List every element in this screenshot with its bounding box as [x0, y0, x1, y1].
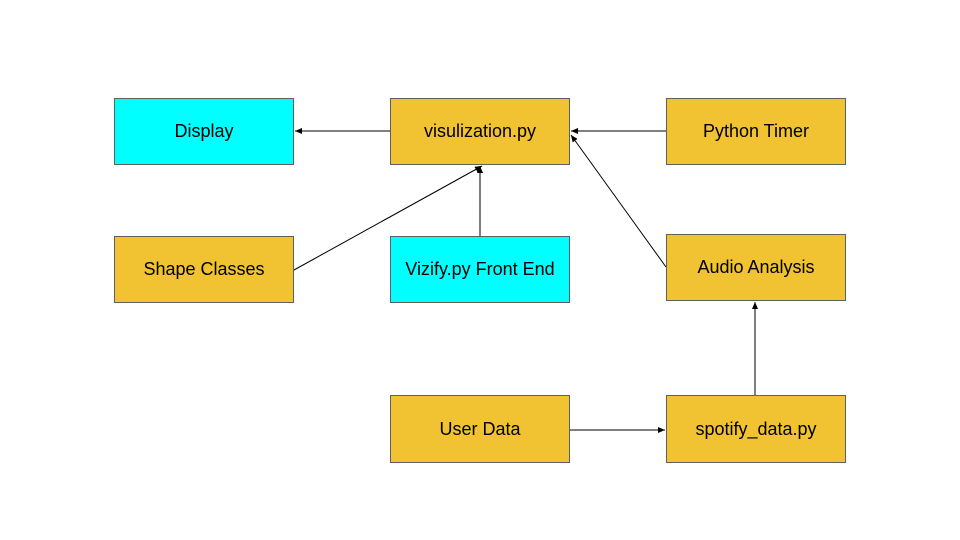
node-spotify-data-label: spotify_data.py [695, 418, 817, 439]
node-vizify-front-end: Vizify.py Front End [390, 236, 570, 303]
node-python-timer-label: Python Timer [702, 121, 810, 141]
node-visualization: visulization.py [390, 98, 570, 165]
node-audio-analysis: Audio Analysis [666, 234, 846, 301]
node-visualization-label: visulization.py [423, 121, 537, 141]
edge-shape-classes-to-visualization [293, 165, 483, 271]
node-display-label: Display [174, 121, 234, 141]
node-vizify-front-end-label: Vizify.py Front End [405, 259, 555, 279]
node-display: Display [114, 98, 294, 165]
node-user-data: User Data [390, 395, 570, 463]
node-python-timer: Python Timer [666, 98, 846, 165]
node-audio-analysis-label: Audio Analysis [697, 257, 815, 277]
edge-audio-analysis-to-visualization [570, 134, 667, 268]
node-user-data-label: User Data [439, 418, 521, 439]
node-spotify-data: spotify_data.py [666, 395, 846, 463]
node-shape-classes: Shape Classes [114, 236, 294, 303]
node-shape-classes-label: Shape Classes [143, 259, 265, 279]
